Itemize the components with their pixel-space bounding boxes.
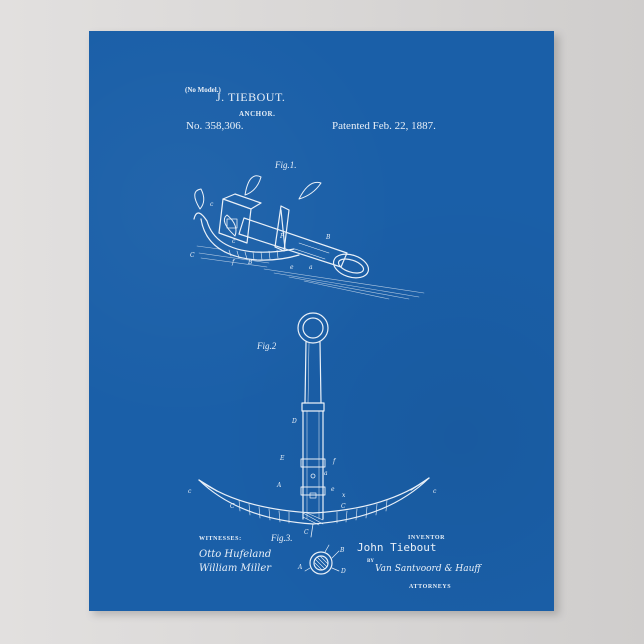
fig2-label: Fig.2 [257,341,277,351]
fig3-section-illustration [304,544,340,575]
anchor-drawings: ccC fBe aFB DEf aAe xCC ccC ABD [188,175,437,575]
svg-text:c: c [188,488,192,495]
svg-text:D: D [291,418,297,425]
patent-title: ANCHOR. [239,110,276,118]
svg-text:A: A [276,482,282,489]
svg-text:C: C [304,529,309,536]
svg-text:B: B [339,547,345,554]
by-label: BY [367,559,374,564]
svg-text:C: C [230,503,235,510]
inventor-heading: J. TIEBOUT. [216,90,286,104]
fig3-label: Fig.3. [271,533,293,543]
witness-signature-1: Otto Hufeland [199,549,272,560]
attorney-signature: Van Santvoord & Hauff [375,564,481,574]
no-model-note: (No Model.) [185,86,221,94]
patent-poster: (No Model.) J. TIEBOUT. ANCHOR. No. 358,… [89,31,554,611]
svg-text:f: f [231,259,236,266]
svg-text:a: a [324,470,328,477]
svg-text:C: C [341,503,346,510]
svg-text:c: c [210,201,214,208]
svg-text:B: B [247,259,253,266]
svg-text:F: F [279,233,285,240]
svg-text:E: E [279,455,285,462]
svg-text:c: c [232,238,236,245]
svg-text:e: e [331,486,335,493]
svg-text:e: e [290,264,294,271]
svg-text:c: c [433,488,437,495]
svg-text:A: A [297,564,303,571]
svg-text:f: f [332,458,337,465]
svg-text:D: D [340,568,346,575]
patent-date: Patented Feb. 22, 1887. [332,120,436,132]
attorneys-label: ATTORNEYS [409,584,452,590]
fig2-anchor-illustration [198,312,430,538]
fig1-label: Fig.1. [275,160,297,170]
fig1-anchor-illustration [193,175,425,300]
witness-signature-2: William Miller [199,563,272,574]
svg-text:x: x [342,492,346,499]
witnesses-label: WITNESSES: [199,536,242,542]
svg-text:C: C [190,252,195,259]
patent-number: No. 358,306. [186,120,244,132]
inventor-signature: John Tiebout [357,541,437,554]
svg-text:a: a [309,264,313,271]
svg-text:B: B [325,234,331,241]
inventor-label: INVENTOR [408,535,446,541]
